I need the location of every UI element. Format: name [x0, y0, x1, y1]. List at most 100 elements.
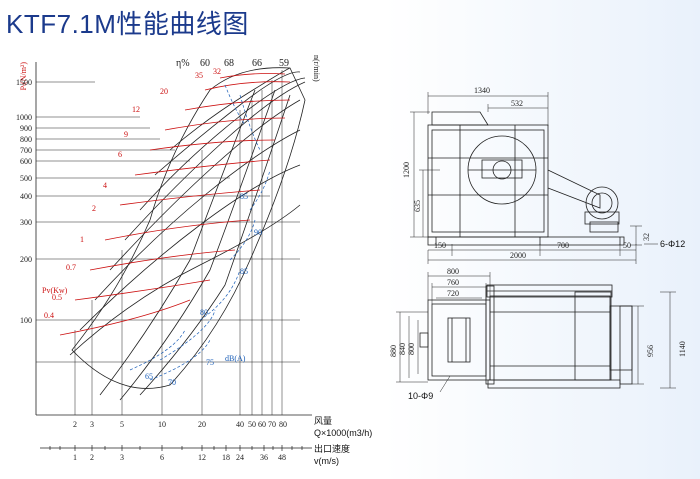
x-tick: 60: [258, 420, 266, 429]
y-tick: 800: [20, 135, 32, 144]
speed-label: n(r/min): [312, 55, 321, 82]
eta-value: 59: [279, 58, 289, 69]
v-tick: 18: [222, 453, 230, 462]
y-tick: 700: [20, 146, 32, 155]
power-value: 32: [213, 67, 221, 76]
dim-label: 1140: [678, 341, 687, 357]
v-tick: 3: [120, 453, 124, 462]
power-value: 6: [118, 150, 122, 159]
x-tick: 5: [120, 420, 124, 429]
x-tick: 10: [158, 420, 166, 429]
power-value: 1: [80, 235, 84, 244]
v-tick: 12: [198, 453, 206, 462]
noise-value: 75: [206, 358, 214, 367]
y-grid: [36, 81, 300, 363]
side-view: [427, 111, 625, 246]
v-tick: 48: [278, 453, 286, 462]
dim-label: 840: [398, 343, 407, 355]
noise-axis-label: dB(A): [225, 354, 246, 363]
page-title: KTF7.1M性能曲线图: [6, 9, 249, 39]
dim-label: 150: [434, 241, 446, 250]
y-tick: 600: [20, 157, 32, 166]
side-dim-labels: 1340 532 1200 635 150 700 50 2000 32: [402, 86, 651, 260]
dim-label: 1200: [402, 162, 411, 178]
front-hole-label: 10-Φ9: [408, 391, 433, 401]
dim-label: 1340: [474, 86, 490, 95]
eta-value: 60: [200, 58, 210, 69]
dim-label: 700: [557, 241, 569, 250]
x-tick: 40: [236, 420, 244, 429]
dim-label: 800: [447, 267, 459, 276]
v-axis: [40, 445, 312, 451]
v-axis-label-1: 出口速度: [314, 443, 350, 454]
power-value: 0.7: [66, 263, 76, 272]
y-tick: 1500: [16, 78, 32, 87]
eta-value: 66: [252, 58, 262, 69]
noise-value: 90: [254, 228, 262, 237]
dim-label: 760: [447, 278, 459, 287]
front-dim-labels: 800 760 720 880 840 800 956 1140: [389, 267, 687, 357]
y-tick: 300: [20, 218, 32, 227]
y-tick: 100: [20, 316, 32, 325]
front-view: [419, 284, 633, 389]
power-value: 4: [103, 181, 107, 190]
v-tick: 6: [160, 453, 164, 462]
power-value: 35: [195, 71, 203, 80]
power-curves: [59, 73, 291, 336]
y-tick: 500: [20, 174, 32, 183]
v-tick: 2: [90, 453, 94, 462]
noise-value: 85: [240, 267, 248, 276]
x-axis-label-2: Q×1000(m3/h): [314, 428, 372, 438]
y-tick: 200: [20, 255, 32, 264]
y-tick-labels: 1500 1000 900 800 700 600 500 400 300 20…: [16, 78, 32, 325]
v-axis-label-2: v(m/s): [314, 456, 339, 466]
x-tick: 70: [268, 420, 276, 429]
power-value: 2: [92, 204, 96, 213]
side-dims: [410, 92, 658, 264]
noise-value: 70: [168, 378, 176, 387]
noise-value: 65: [145, 372, 153, 381]
noise-value: 85: [240, 192, 248, 201]
noise-curves: [129, 84, 271, 381]
y-tick: 400: [20, 192, 32, 201]
x-tick: 3: [90, 420, 94, 429]
dim-label: 800: [407, 343, 416, 355]
x-tick: 2: [73, 420, 77, 429]
power-value: 20: [160, 87, 168, 96]
noise-value: 80: [200, 308, 208, 317]
power-labels: Pv(Kw) 35 32 20 12 9 6 4 2 1 0.7 0.5 0.4: [42, 67, 221, 320]
v-tick: 24: [236, 453, 244, 462]
x-tick: 80: [279, 420, 287, 429]
eta-label: η%: [176, 58, 190, 69]
power-value: 0.5: [52, 293, 62, 302]
eta-value: 68: [224, 58, 234, 69]
y-axis-label: Pₜ(N/m²): [19, 62, 28, 91]
x-tick: 20: [198, 420, 206, 429]
x-tick-labels: 2 3 5 10 20 40 50 60 70 80: [73, 420, 287, 429]
power-value: 0.4: [44, 311, 54, 320]
side-hole-label: 6-Φ12: [660, 239, 685, 249]
v-tick: 1: [73, 453, 77, 462]
dim-label: 2000: [510, 251, 526, 260]
dim-label: 635: [413, 200, 422, 212]
dim-label: 956: [646, 345, 655, 357]
dim-label: 880: [389, 345, 398, 357]
eta-labels: η% 60 68 66 59: [176, 58, 289, 69]
x-tick: 50: [248, 420, 256, 429]
front-dims: [396, 272, 676, 393]
dim-label: 720: [447, 289, 459, 298]
v-tick-labels: 1 2 3 6 12 18 24 36 48: [73, 453, 286, 462]
power-value: 9: [124, 130, 128, 139]
chart-frame: [35, 62, 312, 416]
power-value: 12: [132, 105, 140, 114]
pressure-curves: [69, 67, 306, 401]
x-axis-label-1: 风量: [314, 416, 332, 426]
dim-label: 50: [623, 241, 631, 250]
x-grid: [74, 70, 283, 415]
y-tick: 1000: [16, 113, 32, 122]
v-tick: 36: [260, 453, 268, 462]
dim-label: 32: [642, 233, 651, 241]
power-axis-label: Pv(Kw): [42, 286, 68, 295]
noise-labels: 85 90 85 80 75 65 70 dB(A): [145, 192, 262, 387]
